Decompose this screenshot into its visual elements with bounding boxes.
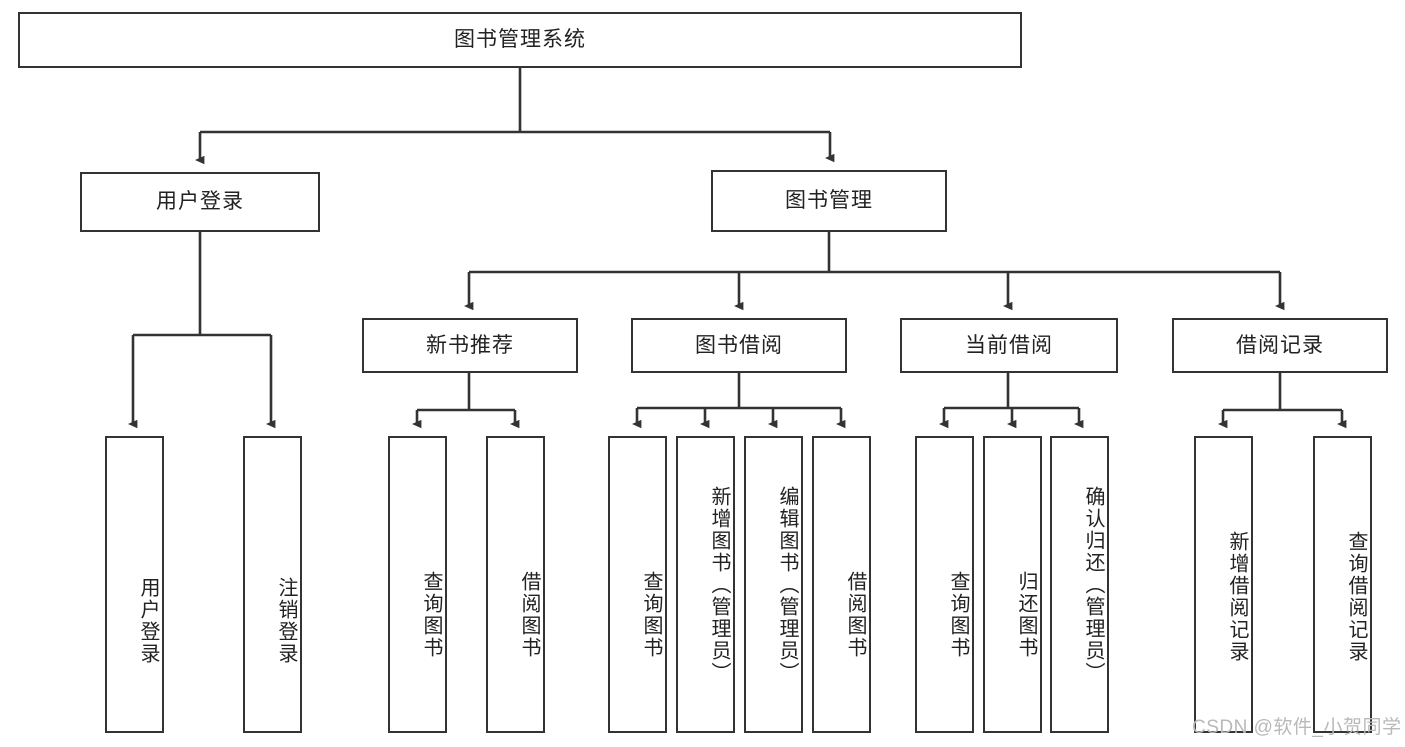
leaf-query-book-recommend[interactable]: 查询图书	[388, 436, 447, 733]
leaf-borrow-book-recommend[interactable]: 借阅图书	[486, 436, 545, 733]
leaf-query-borrow-record[interactable]: 查询借阅记录	[1313, 436, 1372, 733]
node-book-borrow[interactable]: 图书借阅	[631, 318, 847, 373]
leaf-edit-book-admin[interactable]: 编辑图书（管理员）	[744, 436, 803, 733]
leaf-logout[interactable]: 注销登录	[243, 436, 302, 733]
node-current-borrow[interactable]: 当前借阅	[900, 318, 1118, 373]
leaf-query-book-borrow[interactable]: 查询图书	[608, 436, 667, 733]
leaf-borrow-book[interactable]: 借阅图书	[812, 436, 871, 733]
watermark: CSDN @软件_小贺同学	[1192, 717, 1402, 738]
node-root[interactable]: 图书管理系统	[18, 12, 1022, 68]
leaf-add-borrow-record[interactable]: 新增借阅记录	[1194, 436, 1253, 733]
node-book-management[interactable]: 图书管理	[711, 170, 947, 232]
leaf-add-book-admin[interactable]: 新增图书（管理员）	[676, 436, 735, 733]
leaf-return-book[interactable]: 归还图书	[983, 436, 1042, 733]
leaf-confirm-return-admin[interactable]: 确认归还（管理员）	[1050, 436, 1109, 733]
leaf-query-book-current[interactable]: 查询图书	[915, 436, 974, 733]
leaf-user-login[interactable]: 用户登录	[105, 436, 164, 733]
node-user-login[interactable]: 用户登录	[80, 172, 320, 232]
node-borrow-records[interactable]: 借阅记录	[1172, 318, 1388, 373]
node-new-book-recommend[interactable]: 新书推荐	[362, 318, 578, 373]
